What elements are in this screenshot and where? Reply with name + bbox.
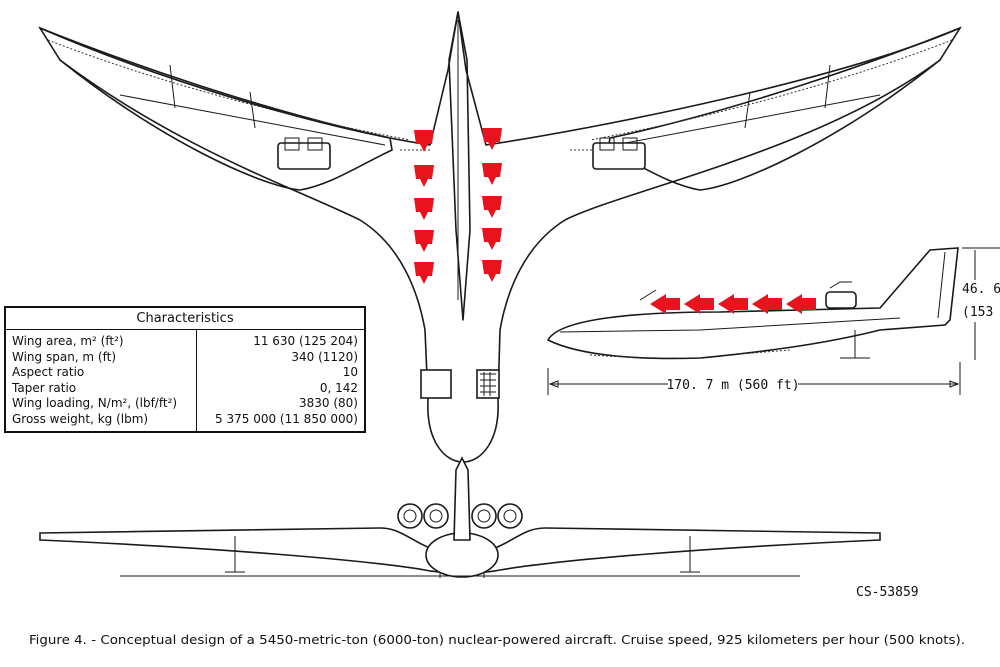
- table-row: Wing loading, N/m², (lbf/ft²) 3830 (80): [5, 396, 365, 412]
- red-marker: [718, 294, 748, 314]
- red-marker: [482, 196, 502, 218]
- row-label: Wing span, m (ft): [12, 349, 117, 364]
- red-marker: [414, 262, 434, 284]
- red-marker: [482, 163, 502, 185]
- table-row: Wing area, m² (ft²) 11 630 (125 204): [5, 329, 365, 350]
- red-marker: [414, 198, 434, 220]
- red-marker: [684, 294, 714, 314]
- red-marker: [414, 165, 434, 187]
- table-row: Wing span, m (ft) 340 (1120): [5, 349, 365, 365]
- row-value: 340 (1120): [196, 349, 365, 365]
- table-row: Taper ratio 0, 142: [5, 380, 365, 396]
- front-view: [39, 456, 881, 578]
- red-marker: [752, 294, 782, 314]
- red-marker: [786, 294, 816, 314]
- table-row: Gross weight, kg (lbm) 5 375 000 (11 850…: [5, 411, 365, 432]
- red-markers-plan: [414, 128, 502, 284]
- length-dimension-label: 170. 7 m (560 ft): [666, 378, 799, 393]
- table-title: Characteristics: [5, 307, 365, 330]
- row-label: Taper ratio: [12, 380, 77, 395]
- red-marker: [482, 228, 502, 250]
- row-label: Wing area, m² (ft²): [12, 334, 124, 348]
- row-label: Gross weight, kg (lbm): [12, 411, 149, 426]
- red-marker: [414, 230, 434, 252]
- row-label: Wing loading, N/m², (lbf/ft²): [12, 396, 178, 410]
- row-label: Aspect ratio: [12, 365, 85, 379]
- red-marker: [482, 128, 502, 150]
- row-value: 10: [196, 365, 365, 381]
- height-dimension-label-ft: (153 ft): [962, 305, 1000, 320]
- red-markers-side: [639, 289, 816, 314]
- figure-caption: Figure 4. - Conceptual design of a 5450-…: [29, 632, 965, 647]
- side-view: [546, 247, 1000, 395]
- row-value: 3830 (80): [196, 396, 365, 412]
- red-marker: [482, 260, 502, 282]
- height-dimension-label-m: 46. 6 m: [962, 282, 1000, 297]
- table-row: Aspect ratio 10: [5, 365, 365, 381]
- red-marker: [414, 130, 434, 152]
- row-value: 0, 142: [196, 380, 365, 396]
- red-marker: [650, 294, 680, 314]
- row-value: 5 375 000 (11 850 000): [196, 411, 365, 432]
- characteristics-table: Characteristics Wing area, m² (ft²) 11 6…: [4, 306, 366, 433]
- reference-number: CS-53859: [856, 585, 919, 600]
- row-value: 11 630 (125 204): [196, 329, 365, 350]
